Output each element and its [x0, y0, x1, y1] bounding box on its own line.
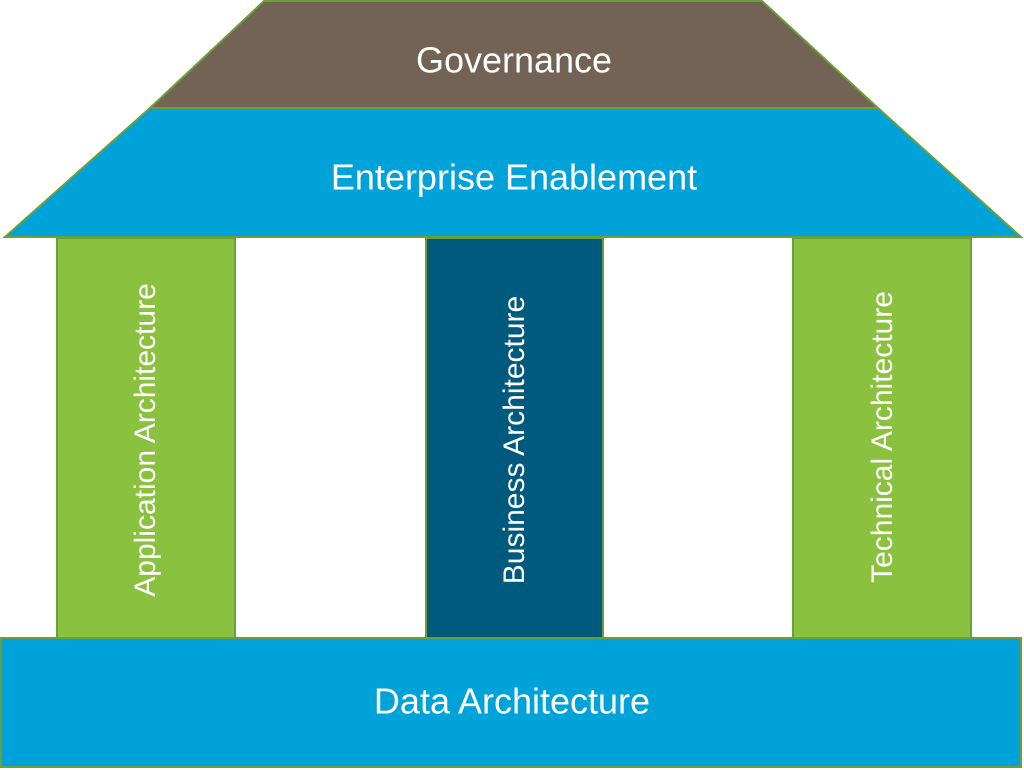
governance-label: Governance — [416, 40, 612, 81]
data-architecture-block — [0, 637, 1022, 768]
enterprise-enablement-label: Enterprise Enablement — [331, 157, 697, 198]
application-architecture-label: Application Architecture — [129, 283, 162, 597]
business-architecture-label: Business Architecture — [498, 296, 531, 584]
technical-architecture-label: Technical Architecture — [866, 291, 899, 583]
application-architecture-pillar — [56, 237, 236, 640]
technical-architecture-pillar — [792, 237, 972, 640]
enterprise-enablement-block — [2, 107, 1024, 238]
data-architecture-label: Data Architecture — [374, 681, 650, 722]
